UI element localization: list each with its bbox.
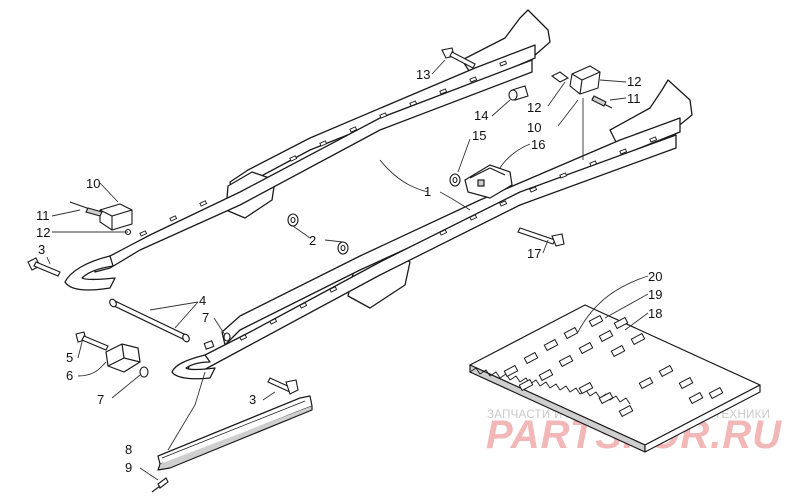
screw-9 (151, 477, 169, 493)
track-belt (469, 304, 761, 453)
callout-19: 19 (648, 287, 662, 302)
block-6 (105, 343, 141, 373)
callout-18: 18 (648, 306, 662, 321)
leader-lines (46, 59, 649, 481)
callout-3-upper: 3 (38, 242, 45, 257)
bracket-16 (464, 164, 513, 199)
bolt-3-upper (27, 257, 61, 277)
callout-15: 15 (472, 128, 486, 143)
callout-14: 14 (474, 108, 488, 123)
washer-2 (287, 213, 349, 255)
callout-9: 9 (125, 460, 132, 475)
callout-16: 16 (531, 137, 545, 152)
rail-holes-right (139, 60, 508, 237)
callout-7-lower: 7 (97, 392, 104, 407)
clip-10-left (69, 201, 133, 236)
wear-strip-8 (157, 395, 313, 471)
callout-5: 5 (66, 350, 73, 365)
callout-8: 8 (125, 442, 132, 457)
callout-11-right: 11 (627, 91, 641, 106)
bolt-5 (75, 331, 109, 351)
callout-12-left: 12 (36, 225, 50, 240)
callout-10-right: 10 (527, 120, 541, 135)
bolt-3-lower (267, 377, 299, 395)
callout-13: 13 (416, 67, 430, 82)
callout-17: 17 (527, 246, 541, 261)
callouts: 1 2 3 3 4 5 6 7 7 8 9 10 10 11 11 12 12 … (36, 67, 662, 475)
bolt-13 (441, 47, 476, 69)
callout-2: 2 (309, 233, 316, 248)
rail-holes-left (239, 136, 658, 341)
callout-7-upper: 7 (202, 310, 209, 325)
callout-12-right: 12 (627, 74, 641, 89)
callout-11-left: 11 (36, 208, 50, 223)
callout-20: 20 (648, 269, 662, 284)
callout-3-lower: 3 (249, 392, 256, 407)
callout-4: 4 (199, 293, 206, 308)
callout-6: 6 (66, 368, 73, 383)
callout-12-mid: 12 (527, 100, 541, 115)
bolt-17 (517, 227, 565, 247)
callout-1: 1 (424, 184, 431, 199)
spacer-14 (508, 85, 529, 101)
nut-7 (139, 332, 231, 378)
nut-15 (449, 173, 461, 187)
callout-10-left: 10 (86, 176, 100, 191)
clip-10-right (550, 65, 613, 109)
slide-rail-right (64, 9, 551, 291)
cross-shaft (109, 298, 190, 343)
track-lugs (503, 314, 724, 418)
